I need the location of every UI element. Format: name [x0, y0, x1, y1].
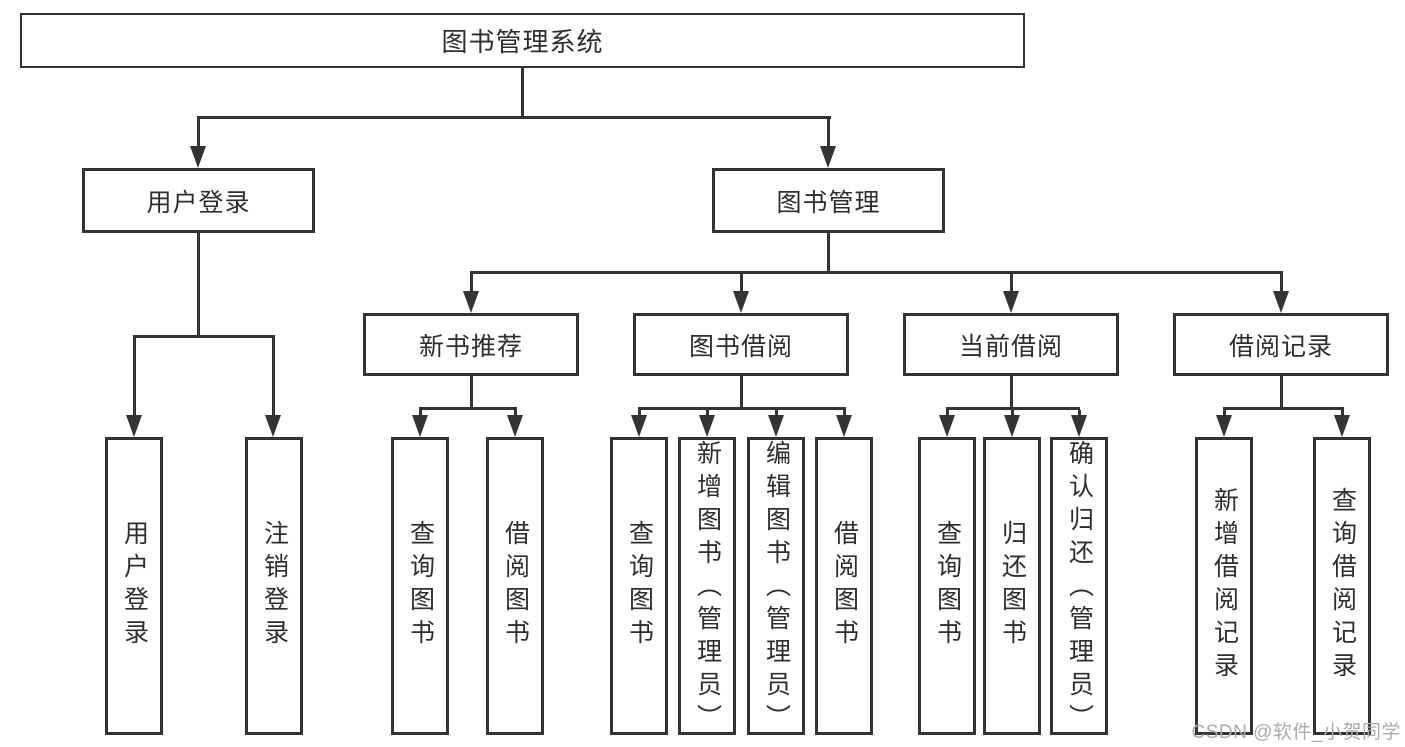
arrow-down-icon	[265, 415, 281, 437]
connector-level2-branch	[197, 116, 831, 119]
leaf-box-query-books-current: 查询图书	[918, 437, 976, 735]
leaf-box-user-login: 用户登录	[105, 437, 163, 735]
connector-root-stem	[521, 68, 524, 116]
arrow-down-icon	[939, 415, 955, 437]
leaf-box-label: 编辑图书（管理员）	[762, 440, 791, 737]
level3-box-new-book-recommend: 新书推荐	[363, 313, 579, 376]
connector-recommend-branch	[419, 407, 517, 410]
leaf-box-label: 确认归还（管理员）	[1065, 440, 1094, 737]
leaf-box-label: 新增图书（管理员）	[693, 440, 722, 737]
leaf-box-label: 借阅图书	[501, 520, 530, 652]
root-box-library-system: 图书管理系统	[20, 13, 1025, 68]
connector-borrowing-stem	[740, 376, 743, 407]
connector-borrowing-branch	[638, 407, 846, 410]
level2-box-book-management: 图书管理	[712, 168, 945, 233]
leaf-box-label: 用户登录	[120, 520, 149, 652]
level2-box-user-login: 用户登录	[82, 168, 315, 233]
arrow-down-icon	[768, 415, 784, 437]
arrow-down-icon	[733, 291, 749, 313]
arrow-down-icon	[1273, 291, 1289, 313]
leaf-box-label: 借阅图书	[830, 520, 859, 652]
arrow-down-icon	[507, 415, 523, 437]
connector-drop-leaf	[1341, 410, 1344, 415]
arrow-down-icon	[631, 415, 647, 437]
connector-drop-level3	[1010, 274, 1013, 291]
csdn-watermark: CSDN @软件_小贺同学	[1191, 722, 1401, 743]
level3-box-book-borrowing: 图书借阅	[633, 313, 849, 376]
connector-drop-leaf	[946, 410, 949, 415]
leaf-box-label: 查询图书	[933, 520, 962, 652]
arrow-down-icon	[836, 415, 852, 437]
leaf-box-confirm-return-admin: 确认归还（管理员）	[1050, 437, 1108, 737]
leaf-box-label: 归还图书	[998, 520, 1027, 652]
connector-current-stem	[1010, 376, 1013, 407]
arrow-down-icon	[1216, 415, 1232, 437]
connector-level3-branch	[470, 271, 1283, 274]
arrow-down-icon	[1071, 415, 1087, 437]
arrow-down-icon	[820, 146, 836, 168]
arrow-down-icon	[1334, 415, 1350, 437]
level2-box-label: 用户登录	[146, 188, 251, 217]
connector-records-branch	[1223, 407, 1344, 410]
leaf-box-borrow-books-recommend: 借阅图书	[486, 437, 544, 735]
leaf-box-borrow-books-borrowing: 借阅图书	[815, 437, 873, 735]
connector-user-login-stem	[197, 233, 200, 335]
connector-drop-leaf	[1011, 410, 1014, 415]
leaf-box-add-borrow-record: 新增借阅记录	[1195, 437, 1253, 735]
connector-recommend-stem	[470, 376, 473, 407]
leaf-box-label: 注销登录	[260, 520, 289, 652]
level3-box-label: 借阅记录	[1228, 332, 1333, 361]
level3-box-borrow-records: 借阅记录	[1173, 313, 1389, 376]
leaf-box-edit-book-admin: 编辑图书（管理员）	[747, 437, 805, 737]
connector-drop-leaf	[706, 410, 709, 415]
root-box-label: 图书管理系统	[441, 27, 604, 57]
arrow-down-icon	[190, 146, 206, 168]
leaf-box-label: 查询借阅记录	[1328, 487, 1357, 685]
connector-book-management-stem	[827, 233, 830, 271]
arrow-down-icon	[699, 415, 715, 437]
leaf-box-return-book: 归还图书	[983, 437, 1041, 735]
leaf-box-label: 新增借阅记录	[1210, 487, 1239, 685]
leaf-box-add-book-admin: 新增图书（管理员）	[678, 437, 736, 737]
arrow-down-icon	[412, 415, 428, 437]
connector-current-branch	[946, 407, 1080, 410]
leaf-box-label: 查询图书	[406, 520, 435, 652]
level2-box-label: 图书管理	[776, 188, 881, 217]
arrow-down-icon	[1004, 415, 1020, 437]
connector-drop-level3	[470, 274, 473, 291]
connector-drop-leaf	[133, 338, 136, 415]
connector-drop-leaf	[638, 410, 641, 415]
connector-drop-level3	[1280, 274, 1283, 291]
connector-drop-leaf	[514, 410, 517, 415]
leaf-box-label: 查询图书	[625, 520, 654, 652]
connector-drop-leaf	[419, 410, 422, 415]
level3-box-current-borrowing: 当前借阅	[903, 313, 1119, 376]
arrow-down-icon	[1003, 291, 1019, 313]
level3-box-label: 当前借阅	[958, 332, 1063, 361]
connector-drop-leaf	[843, 410, 846, 415]
connector-drop-leaf	[775, 410, 778, 415]
connector-drop-level3	[740, 274, 743, 291]
leaf-box-logout: 注销登录	[245, 437, 303, 735]
level3-box-label: 图书借阅	[688, 332, 793, 361]
leaf-box-query-books-borrowing: 查询图书	[610, 437, 668, 735]
connector-drop-user-login	[197, 119, 200, 146]
arrow-down-icon	[126, 415, 142, 437]
connector-records-stem	[1280, 376, 1283, 407]
connector-user-login-branch	[133, 335, 275, 338]
connector-drop-book-management	[827, 119, 830, 146]
connector-drop-leaf	[272, 338, 275, 415]
connector-drop-leaf	[1078, 410, 1081, 415]
leaf-box-query-books-recommend: 查询图书	[391, 437, 449, 735]
connector-drop-leaf	[1223, 410, 1226, 415]
level3-box-label: 新书推荐	[418, 332, 523, 361]
arrow-down-icon	[463, 291, 479, 313]
leaf-box-query-borrow-record: 查询借阅记录	[1313, 437, 1371, 735]
